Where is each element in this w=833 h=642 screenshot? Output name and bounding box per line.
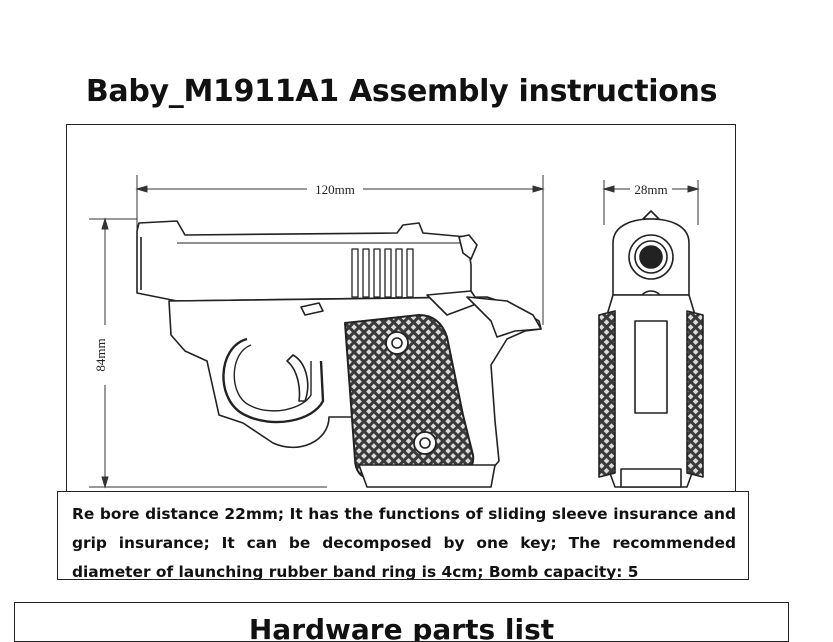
length-label: 120mm: [315, 182, 355, 197]
technical-drawing: 120mm 28mm 84mm: [66, 124, 736, 492]
length-dimension: [135, 175, 545, 325]
page-title: Baby_M1911A1 Assembly instructions: [85, 74, 718, 109]
pistol-side-view: [136, 220, 542, 488]
height-label: 84mm: [93, 338, 108, 371]
parts-list-title: Hardware parts list: [248, 613, 555, 642]
description-box: Re bore distance 22mm; It has the functi…: [57, 491, 749, 580]
pistol-front-view: [598, 210, 704, 488]
pistol-drawing-svg: 120mm 28mm 84mm: [89, 175, 704, 489]
parts-list-box: Hardware parts list: [14, 602, 789, 642]
description-text: Re bore distance 22mm; It has the functi…: [72, 505, 736, 580]
height-dimension: [89, 217, 327, 489]
width-dimension: [602, 180, 700, 225]
width-label: 28mm: [634, 182, 667, 197]
